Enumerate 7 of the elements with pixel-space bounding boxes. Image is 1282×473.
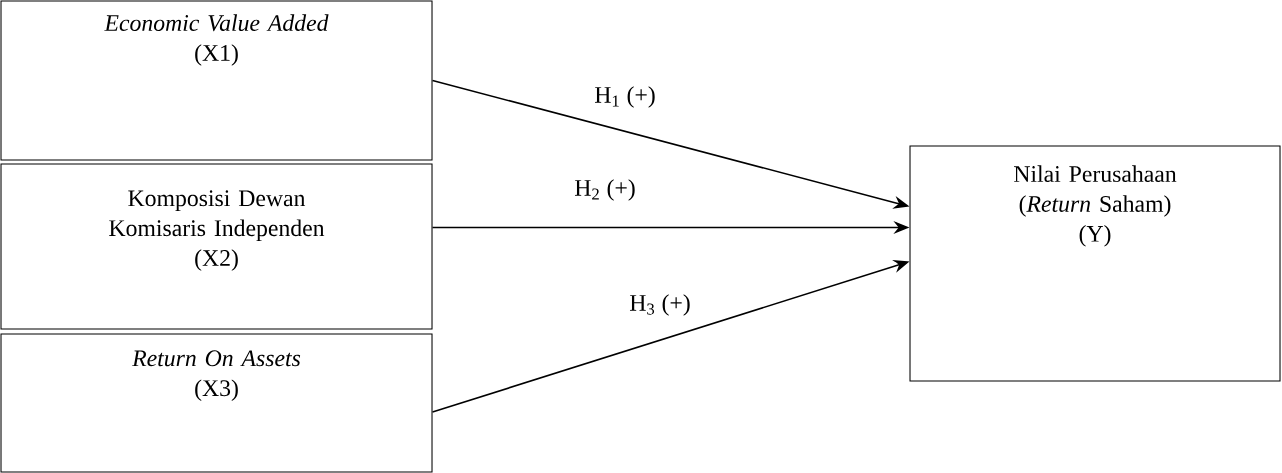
edge-label: H$_{1}$ (+) xyxy=(592,84,658,110)
box: Return On Assets (X3) xyxy=(0,333,433,473)
box: Economic Value Added (X1) xyxy=(0,0,433,161)
box: Komposisi Dewan Komisaris Independen (X2) xyxy=(0,163,433,330)
box: Nilai Perusahaan (Return Saham) (Y) xyxy=(909,145,1281,382)
edge-label: H$_{2}$ (+) xyxy=(572,177,638,203)
edge-label: H$_{3}$ (+) xyxy=(627,292,693,318)
